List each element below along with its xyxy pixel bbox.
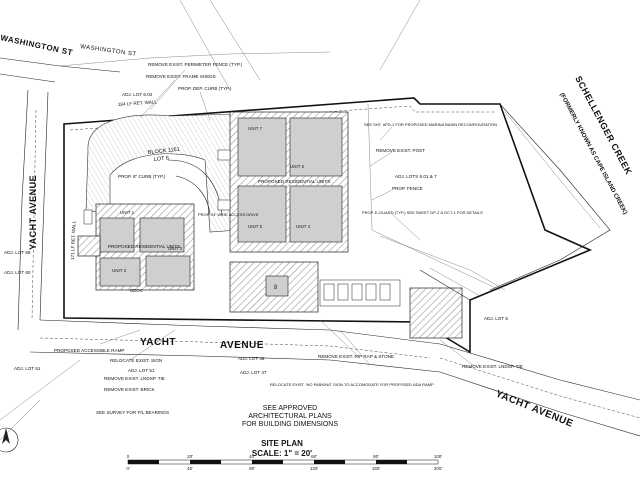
callout-ret-wall: 184 LF RET. WALL [118, 99, 158, 107]
dimensions-note: SEE APPROVED ARCHITECTURAL PLANS FOR BUI… [242, 405, 338, 428]
callout-leaders [99, 69, 475, 367]
callout-prop-fence: PROP. FENCE [392, 186, 423, 191]
deck-label: DECK [130, 288, 143, 293]
callout-remove-rip-rap: REMOVE EXIST. RIP RAP & STONE [318, 354, 394, 359]
callout-marina-basin: SEE SHT. #PD-1 FOR PROPOSED MARINA BASIN… [364, 122, 497, 127]
callout-ej-guard: PROP. E-GUARD (TYP.) SEE SHEET DP-2 & DC… [362, 210, 483, 215]
adj-lot-60: ADJ. LOT 60 [4, 270, 31, 275]
street-label-yacht-south-1: YACHT [140, 337, 176, 348]
adj-lot-46: ADJ. LOT 46 [238, 356, 265, 361]
road-edges [0, 0, 640, 441]
access-drive-label: PROP. 24' WIDE ACCESS DRIVE [198, 212, 259, 217]
building-left [77, 203, 195, 291]
marina-structure [409, 267, 481, 350]
creek-bank [489, 103, 611, 291]
adj-lot-59: ADJ. LOT 59 [4, 250, 31, 255]
street-label-yacht-south-2: AVENUE [220, 340, 264, 351]
unit-3-label: UNIT 3 [168, 246, 183, 251]
unit-6-label: UNIT 6 [290, 164, 305, 169]
unit-4-label: UNIT 4 [296, 224, 311, 229]
adj-lot-6-02: ADJ. LOT 6.02 [122, 92, 153, 97]
building-right [217, 111, 349, 253]
scale-bar-top-tick: 100' [434, 454, 443, 459]
callout-adj-lots-right: ADJ. LOTS 6.01 & 7 [395, 174, 437, 179]
adj-lot-61: ADJ. LOT 61 [14, 366, 41, 371]
callout-see-survey: SEE SURVEY FOR P/L BEARINGS [96, 410, 169, 415]
callout-remove-ldscp-tie: REMOVE EXIST. LNDSP. TIE [104, 376, 165, 381]
scale-bar-bottom-tick: 80' [249, 466, 255, 471]
note-line-1: SEE APPROVED [263, 405, 317, 412]
callout-remove-sheds: REMOVE EXIST. FRAME SHEDS [146, 74, 216, 79]
unit-8-label: 8 [274, 285, 278, 291]
scale-bar-top-tick: 80' [373, 454, 379, 459]
note-line-2: ARCHITECTURAL PLANS [248, 413, 332, 420]
callout-ret-wall-left: 171 LF RET. WALL [70, 220, 76, 260]
scale-bar-bottom-tick: 200' [434, 466, 443, 471]
street-label-washington-lower: WASHINGTON ST [0, 33, 74, 57]
scale-bar-top-tick: 40' [249, 454, 255, 459]
callout-remove-fence: REMOVE EXIST. PERIMETER FENCE (TYP.) [148, 62, 243, 67]
unit-2-label: UNIT 2 [112, 268, 127, 273]
scale-bar: 0 20' 40' 60' 80' 100' 0' 40' 80' 120' 160' 200' [126, 454, 442, 471]
scale-bar-bottom-tick: 40' [187, 466, 193, 471]
adj-lot-51: ADJ. LOT 51 [128, 368, 155, 373]
residential-right-label: PROPOSED RESIDENTIAL UNITS [258, 179, 330, 184]
unit-5-label: UNIT 5 [248, 224, 263, 229]
scale-bar-top-tick: 0 [127, 454, 130, 459]
plan-title: SITE PLAN [261, 439, 303, 448]
block-label: BLOCK 1161 [148, 147, 180, 156]
callout-remove-ldscp-tie-right: REMOVE EXIST. LNDSP. TIE [462, 364, 523, 369]
callout-relocate-sign: RELOCATE EXIST. SIGN [110, 358, 162, 363]
callout-remove-post: REMOVE EXIST. POST [376, 148, 425, 153]
street-label-yacht-southeast: YACHT AVENUE [494, 389, 575, 430]
street-label-washington-upper: WASHINGTON ST [80, 44, 137, 58]
residential-left-label: PROPOSED RESIDENTIAL UNITS [108, 244, 180, 249]
plan-scale: SCALE: 1" = 20' [252, 449, 312, 458]
unit-7-label: UNIT 7 [248, 126, 263, 131]
adj-lot-5: ADJ. LOT 5 [484, 316, 508, 321]
lot-label: LOT 6 [154, 155, 170, 163]
north-arrow-icon [0, 427, 19, 453]
street-label-yacht-vertical: YACHT AVENUE [28, 175, 38, 250]
scale-bar-top-tick: 20' [187, 454, 193, 459]
scale-bar-top-tick: 60' [311, 454, 317, 459]
callout-remove-brick: REMOVE EXIST. BRICK [104, 387, 155, 392]
scale-bar-bottom-tick: 120' [310, 466, 319, 471]
scale-bar-bottom-tick: 160' [372, 466, 381, 471]
building-south [229, 261, 401, 313]
callout-proposed-ramp: PROPOSED ACCESSIBLE RAMP [54, 348, 124, 353]
unit-1-label: UNIT 1 [120, 210, 135, 215]
callout-dep-curb: PROP. DEP. CURB (TYP.) [178, 86, 232, 91]
callout-relocate-no-park: RELOCATE EXIST. 'NO PARKING' SIGN TO ACC… [270, 382, 434, 387]
scale-bar-bottom-tick: 0' [126, 466, 130, 471]
note-line-3: FOR BUILDING DIMENSIONS [242, 421, 338, 428]
adj-lot-47: ADJ. LOT 47 [240, 370, 267, 375]
curb-label: PROP. 8" CURB (TYP.) [118, 174, 166, 179]
creek-name: SCHELLENGER CREEK [573, 74, 634, 176]
